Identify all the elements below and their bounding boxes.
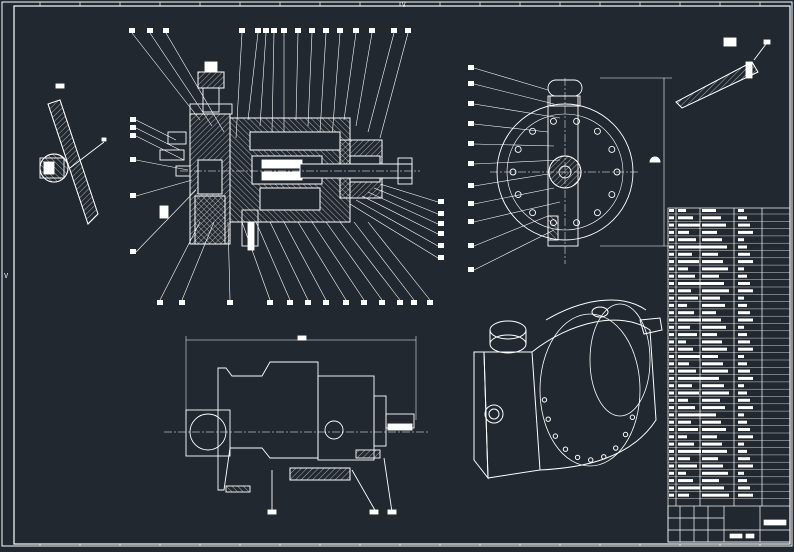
parts-list-table [667,207,791,543]
top-sheet-mark: V [402,2,406,9]
border-ticks [39,2,761,546]
left-sheet-mark: V [4,272,9,280]
title-block [667,505,791,543]
detail-lever-view [39,83,107,225]
isometric-view [473,299,663,480]
side-view [164,335,430,515]
end-view [468,65,672,272]
detail-pin-view [675,37,771,109]
main-section-view [129,28,444,305]
